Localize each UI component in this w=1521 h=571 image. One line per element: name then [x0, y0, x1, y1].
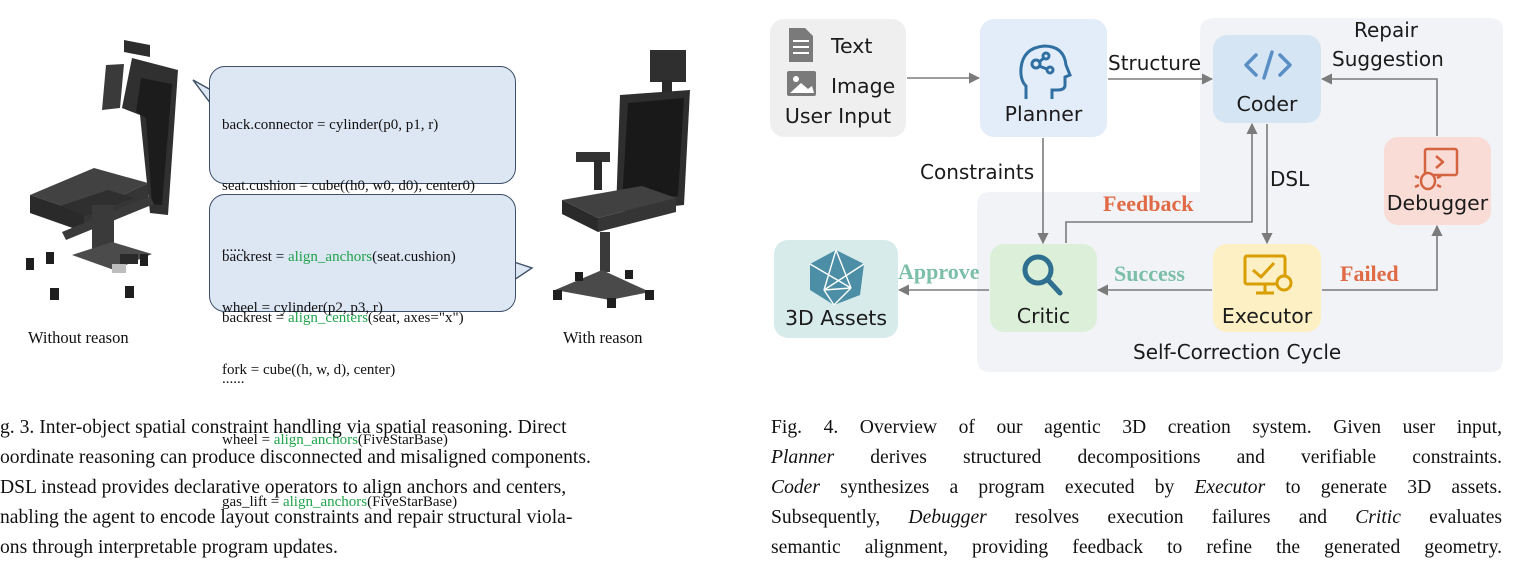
dsl-operator: align_centers [287, 310, 368, 327]
label-without-reason: Without reason [28, 328, 129, 347]
document-icon [789, 28, 813, 62]
debugger-label: Debugger [1386, 191, 1489, 215]
caption-line: Planner derives structured decomposition… [771, 447, 1502, 468]
assembled-chair-illustration [553, 50, 690, 308]
caption-line: g. 3. Inter-object spatial constraint ha… [0, 417, 567, 438]
3d-assets-label: 3D Assets [784, 306, 888, 330]
code-without-reason: back.connector = cylinder(p0, p1, r) sea… [222, 74, 475, 421]
fig3-caption: g. 3. Inter-object spatial constraint ha… [0, 413, 716, 563]
self-correction-cycle-panel [977, 18, 1503, 372]
dsl-operator: align_anchors [273, 432, 358, 449]
monitor-check-icon [1243, 254, 1293, 295]
tail-join [210, 86, 214, 108]
edge-executor-debugger [1322, 224, 1443, 291]
dsl-label: DSL [1270, 167, 1310, 191]
success-label: Success [1114, 261, 1185, 286]
bug-icon [1414, 147, 1459, 191]
feedback-label: Feedback [1103, 191, 1194, 216]
user-input-label: User Input [784, 104, 892, 128]
planner-label: Planner [1004, 102, 1083, 126]
code-line: wheel = cylinder(p2, p3, r) [222, 300, 383, 317]
code-line: fork = cube((h, w, d), center) [222, 361, 396, 378]
brain-head-icon [1019, 44, 1072, 99]
fig4-backgrounds [977, 18, 1503, 372]
failed-label: Failed [1340, 261, 1399, 286]
constraints-label: Constraints [920, 160, 1035, 184]
executor-node [1213, 244, 1321, 332]
structure-label: Structure [1108, 51, 1202, 75]
code-line: wheel = align_anchors(FiveStarBase) [222, 432, 448, 449]
polyhedron-icon [809, 249, 865, 306]
debugger-node [1384, 137, 1491, 225]
code-bubble-with-reason [209, 194, 516, 312]
code-with-reason: backrest = align_anchors(seat.cushion) b… [222, 206, 464, 553]
dsl-operator: align_anchors [282, 493, 368, 510]
edge-critic-coder [1065, 122, 1258, 243]
fig4-caption: Fig. 4. Overview of our agentic 3D creat… [771, 413, 1502, 563]
input-image-label: Image [831, 74, 896, 98]
self-correction-cycle-label: Self-Correction Cycle [1133, 340, 1342, 364]
code-icon [1244, 50, 1292, 80]
caption-line: ons through interpretable program update… [0, 537, 338, 558]
caption-line: oordinate reasoning can produce disconne… [0, 447, 591, 468]
fig3-illustration [26, 40, 690, 308]
dsl-operator: align_anchors [287, 248, 373, 265]
edge-debugger-coder [1320, 73, 1438, 136]
executor-label: Executor [1221, 304, 1313, 328]
code-bubble-without-reason [209, 66, 516, 184]
code-line: ...... [222, 239, 245, 256]
caption-line: Coder synthesizes a program executed by … [771, 477, 1502, 498]
code-line: gas_lift = align_anchors(FiveStarBase) [222, 493, 458, 510]
code-line: seat.cushion = cube((h0, w0, d0), center… [222, 178, 475, 195]
caption-line: Subsequently, Debugger resolves executio… [771, 507, 1503, 528]
code-line: ...... [222, 371, 245, 388]
caption-line: nabling the agent to encode layout const… [0, 507, 573, 528]
approve-label: Approve [898, 259, 980, 284]
suggestion-label: Suggestion [1332, 47, 1444, 71]
fig4-icons-and-edges [787, 28, 1459, 306]
repair-label: Repair [1354, 18, 1419, 42]
magnifier-icon [1022, 254, 1063, 296]
caption-line: DSL instead provides declarative operato… [0, 477, 567, 498]
code-line: back.connector = cylinder(p0, p1, r) [222, 116, 439, 133]
caption-line: Fig. 4. Overview of our agentic 3D creat… [771, 417, 1502, 438]
label-with-reason: With reason [563, 328, 643, 347]
image-icon [787, 71, 816, 96]
critic-label: Critic [1016, 304, 1071, 328]
input-text-label: Text [831, 34, 873, 58]
coder-label: Coder [1236, 92, 1298, 116]
code-line: backrest = align_centers(seat, axes="x") [222, 310, 464, 327]
planner-node [980, 19, 1107, 137]
caption-line: semantic alignment, providing feedback t… [771, 537, 1502, 558]
coder-node [1213, 35, 1321, 123]
exploded-chair-illustration [26, 40, 178, 300]
code-line: backrest = align_anchors(seat.cushion) [222, 248, 456, 265]
tail-join [511, 261, 515, 283]
